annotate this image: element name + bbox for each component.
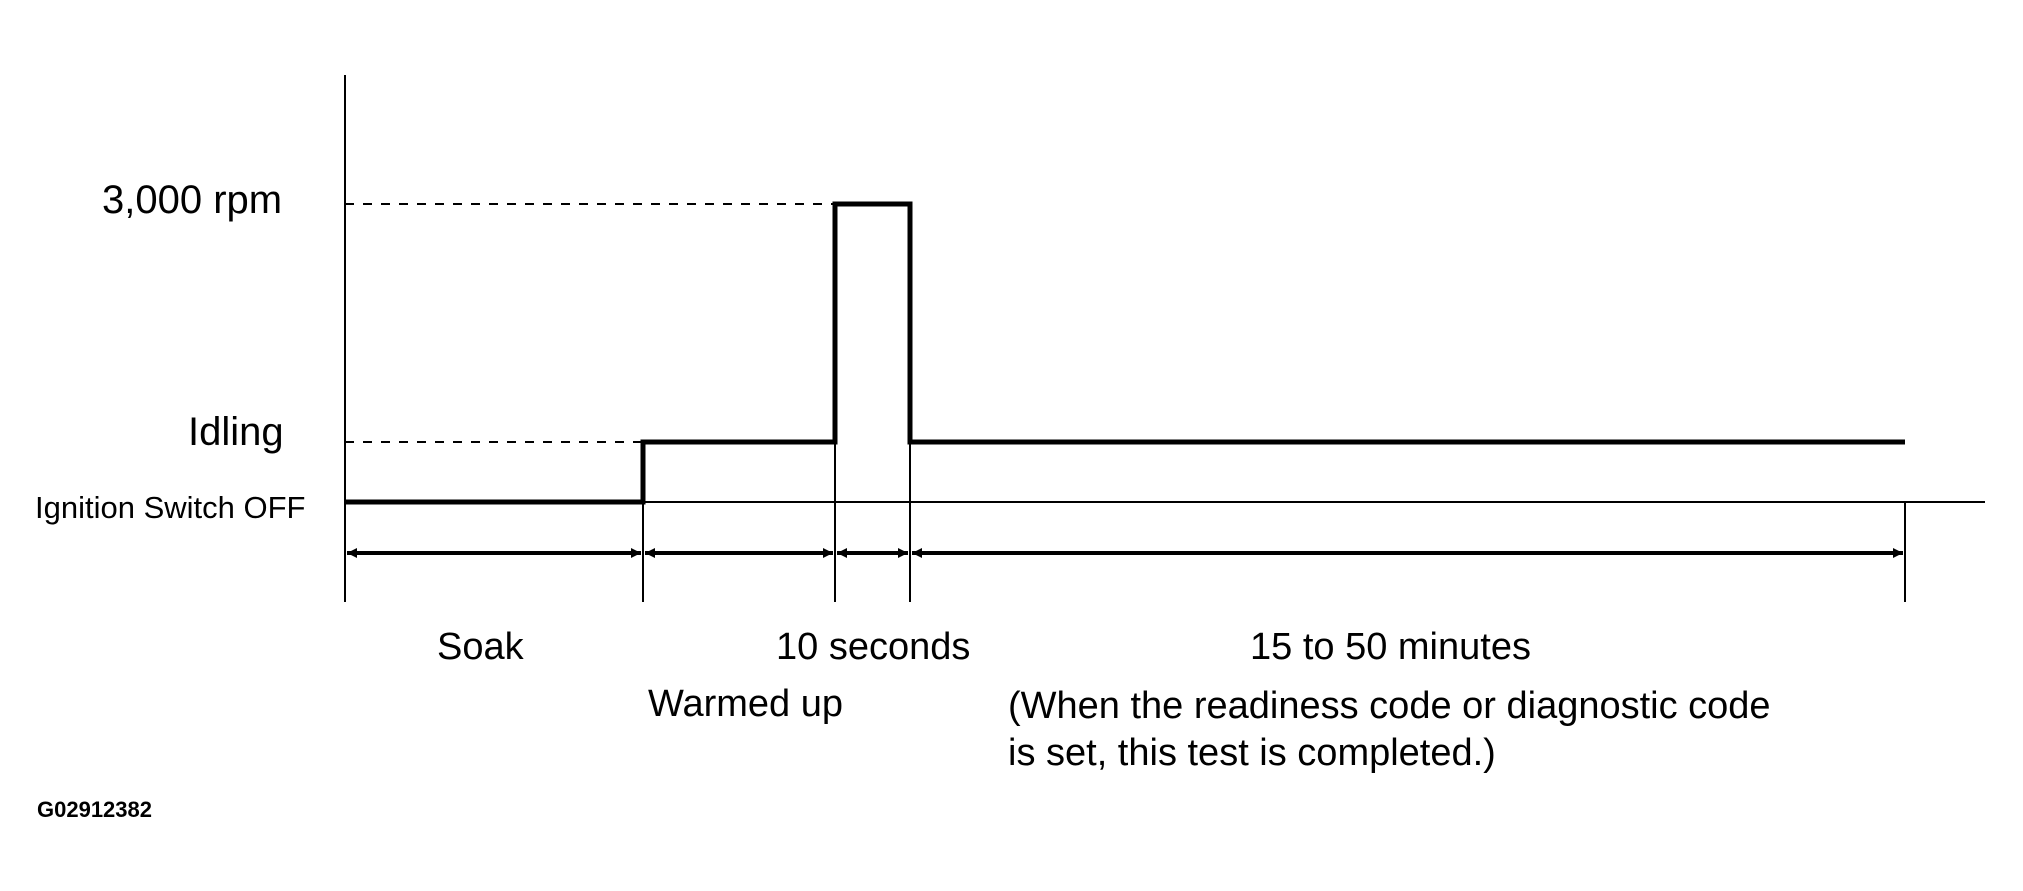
level-label-ignition-off: Ignition Switch OFF: [35, 490, 306, 525]
phase-label-soak: Soak: [437, 626, 524, 668]
figure-id: G02912382: [37, 797, 152, 822]
completion-note-line-1: (When the readiness code or diagnostic c…: [1008, 685, 1771, 727]
phase-label-warmed-up: Warmed up: [648, 683, 843, 725]
engine-speed-profile: [345, 201, 1905, 505]
level-label-idling: Idling: [188, 410, 284, 454]
level-label-3000-rpm: 3,000 rpm: [102, 178, 283, 222]
phase-label-15-to-50-minutes: 15 to 50 minutes: [1250, 626, 1531, 668]
phase-label-10-seconds: 10 seconds: [776, 626, 971, 668]
completion-note-line-2: is set, this test is completed.): [1008, 732, 1496, 774]
